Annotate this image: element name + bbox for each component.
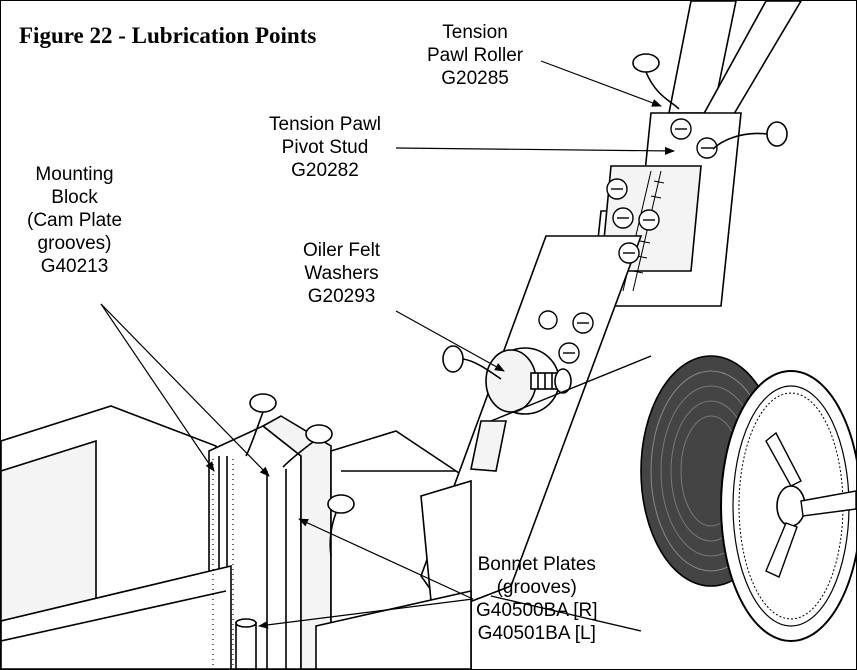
callout-bonnet-plates: Bonnet Plates (grooves) G40500BA [R] G40… bbox=[476, 554, 598, 644]
callout-tension-pawl-roller: Tension Pawl Roller G20285 bbox=[427, 21, 524, 90]
figure-title: Figure 22 - Lubrication Points bbox=[19, 23, 317, 48]
leader-lines bbox=[100, 60, 675, 629]
wire-spool bbox=[490, 355, 856, 642]
callout-tension-pawl-pivot-stud: Tension Pawl Pivot Stud G20282 bbox=[269, 113, 381, 182]
callout-oiler-felt-washers: Oiler Felt Washers G20293 bbox=[303, 239, 381, 308]
callout-mounting-block: Mounting Block (Cam Plate grooves) G4021… bbox=[27, 163, 123, 278]
groove-dots bbox=[212, 459, 234, 669]
screws bbox=[538, 118, 718, 364]
